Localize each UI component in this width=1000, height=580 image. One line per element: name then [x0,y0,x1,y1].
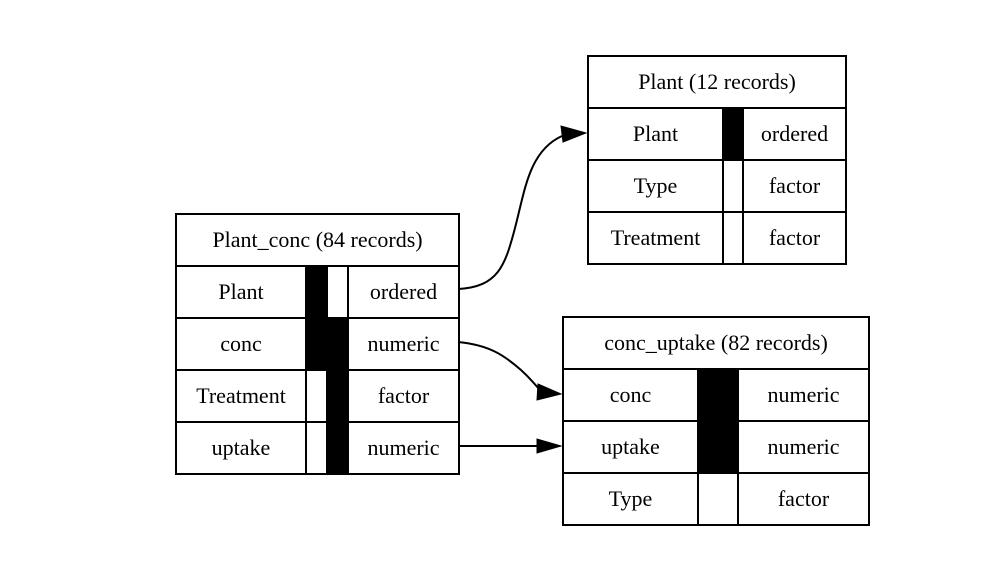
column-name: uptake [175,421,307,475]
column-type: factor [741,211,848,265]
table-row: Plant ordered [175,265,461,319]
table-plant: Plant (12 records) Plant ordered Type fa… [586,55,848,265]
column-type: factor [346,369,461,423]
table-row: Treatment factor [587,211,848,265]
key-indicator [326,421,349,475]
key-indicator [305,265,328,319]
table-row: Type factor [587,159,848,213]
table-header-row: conc_uptake (82 records) [561,316,871,370]
arrow-plantconc-conc-to-conc-uptake [457,341,563,401]
table-title: Plant_conc (84 records) [174,213,461,267]
arrow-curve [457,135,563,290]
arrowhead-icon [560,125,588,143]
key-indicator [697,472,739,526]
column-type: numeric [736,368,871,422]
column-type: numeric [346,317,461,371]
arrowhead-icon [536,383,563,401]
table-row: Type factor [562,472,871,526]
key-indicator [326,265,349,319]
key-indicator [326,369,349,423]
arrowhead-icon [536,438,563,454]
key-indicator [326,317,349,371]
column-name: Treatment [175,369,307,423]
table-row: uptake numeric [175,421,461,475]
table-row: Treatment factor [175,369,461,423]
table-row: Plant ordered [587,107,848,161]
table-title: Plant (12 records) [586,55,848,109]
table-header-row: Plant_conc (84 records) [174,213,461,267]
column-name: uptake [562,420,699,474]
arrow-curve [457,341,541,391]
column-type: numeric [346,421,461,475]
table-title: conc_uptake (82 records) [561,316,871,370]
key-indicator [697,420,739,474]
column-name: conc [175,317,307,371]
column-name: Type [562,472,699,526]
column-type: factor [741,159,848,213]
key-indicator [305,317,328,371]
column-name: Plant [175,265,307,319]
key-indicator [305,421,328,475]
arrow-plantconc-uptake-to-conc-uptake [458,438,563,454]
column-type: ordered [346,265,461,319]
column-name: Treatment [587,211,724,265]
column-name: Type [587,159,724,213]
column-type: ordered [741,107,848,161]
column-name: Plant [587,107,724,161]
key-indicator [722,107,744,161]
table-plant-conc: Plant_conc (84 records) Plant ordered co… [174,213,461,475]
key-indicator [722,159,744,213]
column-name: conc [562,368,699,422]
column-type: numeric [736,420,871,474]
table-conc-uptake: conc_uptake (82 records) conc numeric up… [561,316,871,526]
column-type: factor [736,472,871,526]
table-header-row: Plant (12 records) [586,55,848,109]
key-indicator [697,368,739,422]
table-row: conc numeric [175,317,461,371]
arrow-plantconc-plant-to-plant-table [457,125,588,290]
key-indicator [305,369,328,423]
table-row: conc numeric [562,368,871,422]
table-row: uptake numeric [562,420,871,474]
key-indicator [722,211,744,265]
